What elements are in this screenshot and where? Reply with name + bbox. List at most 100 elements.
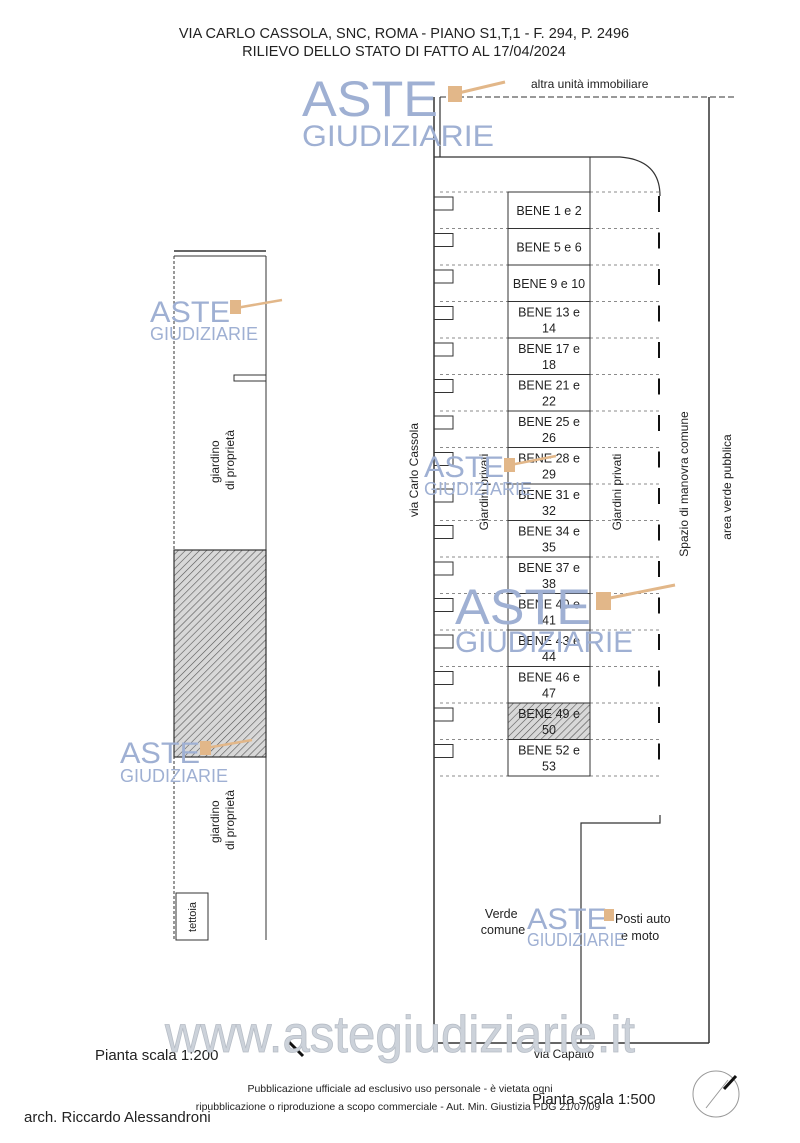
tettoia-label: tettoia: [187, 901, 199, 932]
spazio-manovra-label: Spazio di manovra comune: [677, 411, 691, 557]
verde-comune-label: Verde comune: [481, 907, 526, 937]
unit-row: BENE 43 e 44: [507, 629, 591, 667]
unit-label: BENE 9 e 10: [513, 277, 585, 291]
watermark-middle-large: ASTE GIUDIZIARIE: [455, 579, 676, 659]
unit-row: BENE 21 e 22: [507, 374, 591, 412]
wall-notch: [434, 306, 454, 320]
unit-box: [507, 666, 591, 704]
unit-label-line: BENE 37 e: [518, 561, 580, 575]
svg-text:GIUDIZIARIE: GIUDIZIARIE: [150, 324, 258, 344]
unit-label-line: BENE 5 e 6: [516, 240, 581, 254]
unit-box-highlighted: [507, 702, 591, 740]
unit-label-line: BENE 46 e: [518, 671, 580, 685]
north-arrow-right: [692, 1070, 740, 1118]
svg-text:GIUDIZIARIE: GIUDIZIARIE: [302, 120, 494, 153]
unit-box: [507, 593, 591, 631]
unit-label-line: BENE 52 e: [518, 744, 580, 758]
svg-text:GIUDIZIARIE: GIUDIZIARIE: [120, 766, 228, 786]
unit-label-line: BENE 49 e: [518, 707, 580, 721]
unit-label-line: 22: [542, 395, 556, 409]
wall-notch: [434, 488, 454, 503]
watermark-top: ASTE GIUDIZIARIE: [302, 71, 506, 153]
giardino-label-1: giardino di proprietà: [208, 430, 237, 490]
unit-rows: BENE 1 e 2 BENE 5 e 6 BENE 9 e 10 BENE 13 e…: [507, 191, 591, 777]
unit-label-line: 50: [542, 723, 556, 737]
svg-text:ASTE: ASTE: [455, 579, 591, 635]
unit-box: [507, 410, 591, 448]
area-verde-label: area verde pubblica: [720, 434, 734, 540]
unit-box: [507, 191, 591, 229]
unit-label-line: BENE 9 e 10: [513, 277, 585, 291]
north-arrow-left: [285, 1038, 305, 1058]
unit-label: BENE 49 e 50: [518, 707, 580, 737]
unit-label: BENE 21 e 22: [518, 379, 580, 409]
unit-row: BENE 46 e 47: [507, 666, 591, 704]
hatched-area: [173, 549, 267, 758]
unit-label-line: 44: [542, 650, 556, 664]
unit-box: [507, 483, 591, 521]
unit-row: BENE 17 e 18: [507, 337, 591, 375]
unit-label-line: 18: [542, 358, 556, 372]
architect-label: arch. Riccardo Alessandroni: [24, 1109, 211, 1126]
wall-notch: [434, 415, 454, 430]
unit-row: BENE 1 e 2: [507, 191, 591, 229]
unit-label-line: BENE 25 e: [518, 415, 580, 429]
unit-label: BENE 34 e 35: [518, 525, 580, 555]
unit-label-line: 53: [542, 760, 556, 774]
via-capalto-label: via Capalto: [534, 1047, 594, 1061]
unit-label: BENE 46 e 47: [518, 671, 580, 701]
unit-label-line: BENE 34 e: [518, 525, 580, 539]
unit-label: BENE 17 e 18: [518, 342, 580, 372]
unit-row: BENE 34 e 35: [507, 520, 591, 558]
wall-notch: [434, 671, 454, 685]
unit-label: BENE 31 e 32: [518, 488, 580, 518]
unit-box: [507, 301, 591, 339]
unit-label-line: BENE 1 e 2: [516, 204, 581, 218]
unit-label-line: 14: [542, 322, 556, 336]
disclaimer-line-1: Pubblicazione ufficiale ad esclusivo uso…: [247, 1083, 552, 1095]
scale-500-label: Pianta scala 1:500: [532, 1091, 655, 1108]
unit-label-line: BENE 43 e: [518, 634, 580, 648]
unit-label-line: 29: [542, 468, 556, 482]
svg-text:ASTE: ASTE: [120, 737, 200, 770]
unit-box: [507, 374, 591, 412]
altra-unita-label: altra unità immobiliare: [531, 77, 649, 91]
unit-label-line: BENE 17 e: [518, 342, 580, 356]
unit-label: BENE 13 e 14: [518, 306, 580, 336]
unit-row: BENE 5 e 6: [507, 228, 591, 266]
wall-notch: [434, 269, 454, 284]
unit-label-line: 41: [542, 614, 556, 628]
giardino-label-2: giardino di proprietà: [208, 790, 237, 850]
unit-box: [507, 337, 591, 375]
unit-label-line: BENE 21 e: [518, 379, 580, 393]
wall-notch: [434, 196, 454, 211]
svg-text:ASTE: ASTE: [302, 71, 438, 127]
left-plan: [173, 250, 267, 941]
wall-notch: [434, 379, 454, 393]
wall-notch: [434, 233, 454, 247]
watermark-bottom-small: ASTE GIUDIZIARIE: [527, 903, 625, 950]
unit-label-line: 47: [542, 687, 556, 701]
wall-notch: [434, 525, 454, 539]
unit-box: [507, 739, 591, 777]
tettoia-box: [175, 892, 209, 941]
giardini-privati-left: Giardini privati: [477, 454, 491, 531]
unit-label-line: 35: [542, 541, 556, 555]
watermark-left-2: ASTE GIUDIZIARIE: [120, 737, 253, 786]
unit-box: [507, 228, 591, 266]
unit-box: [507, 556, 591, 594]
unit-label: BENE 5 e 6: [516, 240, 581, 254]
unit-row: BENE 13 e 14: [507, 301, 591, 339]
header-line-1: VIA CARLO CASSOLA, SNC, ROMA - PIANO S1,…: [179, 26, 629, 42]
unit-label-line: BENE 13 e: [518, 306, 580, 320]
unit-label-line: 32: [542, 504, 556, 518]
svg-text:ASTE: ASTE: [424, 451, 504, 484]
wall-notch: [434, 744, 454, 758]
wall-notch: [434, 707, 454, 722]
unit-label: BENE 52 e 53: [518, 744, 580, 774]
unit-label-line: BENE 31 e: [518, 488, 580, 502]
